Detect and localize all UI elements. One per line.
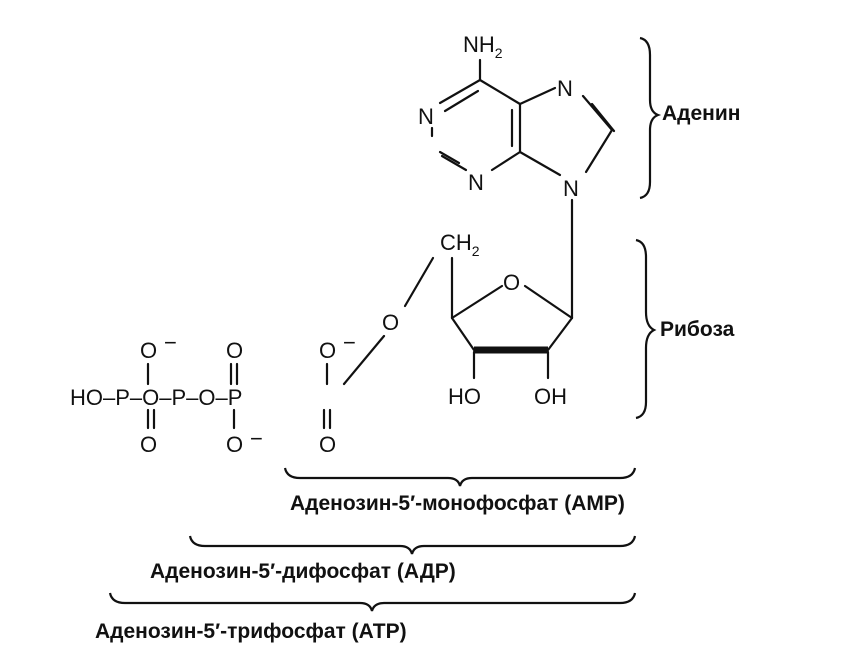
pa-bottom-oxygen: O [140, 432, 157, 457]
ring-double-bond [438, 150, 461, 165]
c5-o-bond [403, 256, 435, 308]
ribose-brace [635, 238, 657, 420]
o-p-bond [342, 334, 386, 386]
pa-top-charge: − [164, 330, 177, 355]
n7-atom: N [557, 76, 573, 101]
adp-brace [188, 535, 637, 555]
link-oxygen: O [382, 310, 399, 335]
pb-bottom-charge: − [250, 426, 263, 451]
ring-bond [438, 78, 482, 105]
ring-bond [440, 154, 468, 172]
ho-group: HO [448, 384, 481, 409]
ring-bond [518, 150, 562, 177]
ring-bond [584, 128, 614, 174]
pc-bottom-oxygen: O [319, 432, 336, 457]
ribose-group: CH2 O HO OH [440, 230, 574, 409]
ring-bond [518, 86, 557, 106]
pc-top-oxygen: O [319, 338, 336, 363]
ring-bond [450, 284, 504, 320]
n3-atom: N [468, 170, 484, 195]
nh2-group: NH2 [463, 32, 503, 61]
pb-bottom-oxygen: O [226, 432, 243, 457]
amp-brace [283, 467, 637, 487]
adenine-group: NH2 N N N N [418, 32, 616, 201]
pa-top-oxygen: O [140, 338, 157, 363]
ch2-group: CH2 [440, 230, 480, 259]
ring-bond [523, 284, 574, 320]
amp-label: Аденозин-5′-монофосфат (AMP) [290, 492, 625, 515]
phosphate-chain: HO–P–O–P–O–P O − O O O − O − O [70, 330, 356, 457]
adenine-brace [639, 36, 662, 200]
pb-top-oxygen: O [226, 338, 243, 363]
adp-label: Аденозин-5′-дифосфат (АДР) [150, 560, 456, 583]
ring-bond [478, 78, 522, 106]
ring-bond [450, 316, 476, 352]
oh-group: OH [534, 384, 567, 409]
phosphate-backbone: HO–P–O–P–O–P [70, 385, 242, 410]
atp-brace [108, 592, 637, 612]
ring-bond [546, 316, 574, 352]
n9-atom: N [563, 176, 579, 201]
ring-double-bond [443, 89, 480, 113]
adenine-label: Аденин [662, 102, 741, 125]
ribose-label: Рибоза [660, 318, 735, 341]
n1-atom: N [418, 104, 434, 129]
ring-bond [490, 150, 522, 172]
ring-double-bond [590, 102, 616, 133]
ring-oxygen: O [503, 270, 520, 295]
pc-top-charge: − [343, 330, 356, 355]
atp-label: Аденозин-5′-трифосфат (АТР) [95, 620, 407, 643]
